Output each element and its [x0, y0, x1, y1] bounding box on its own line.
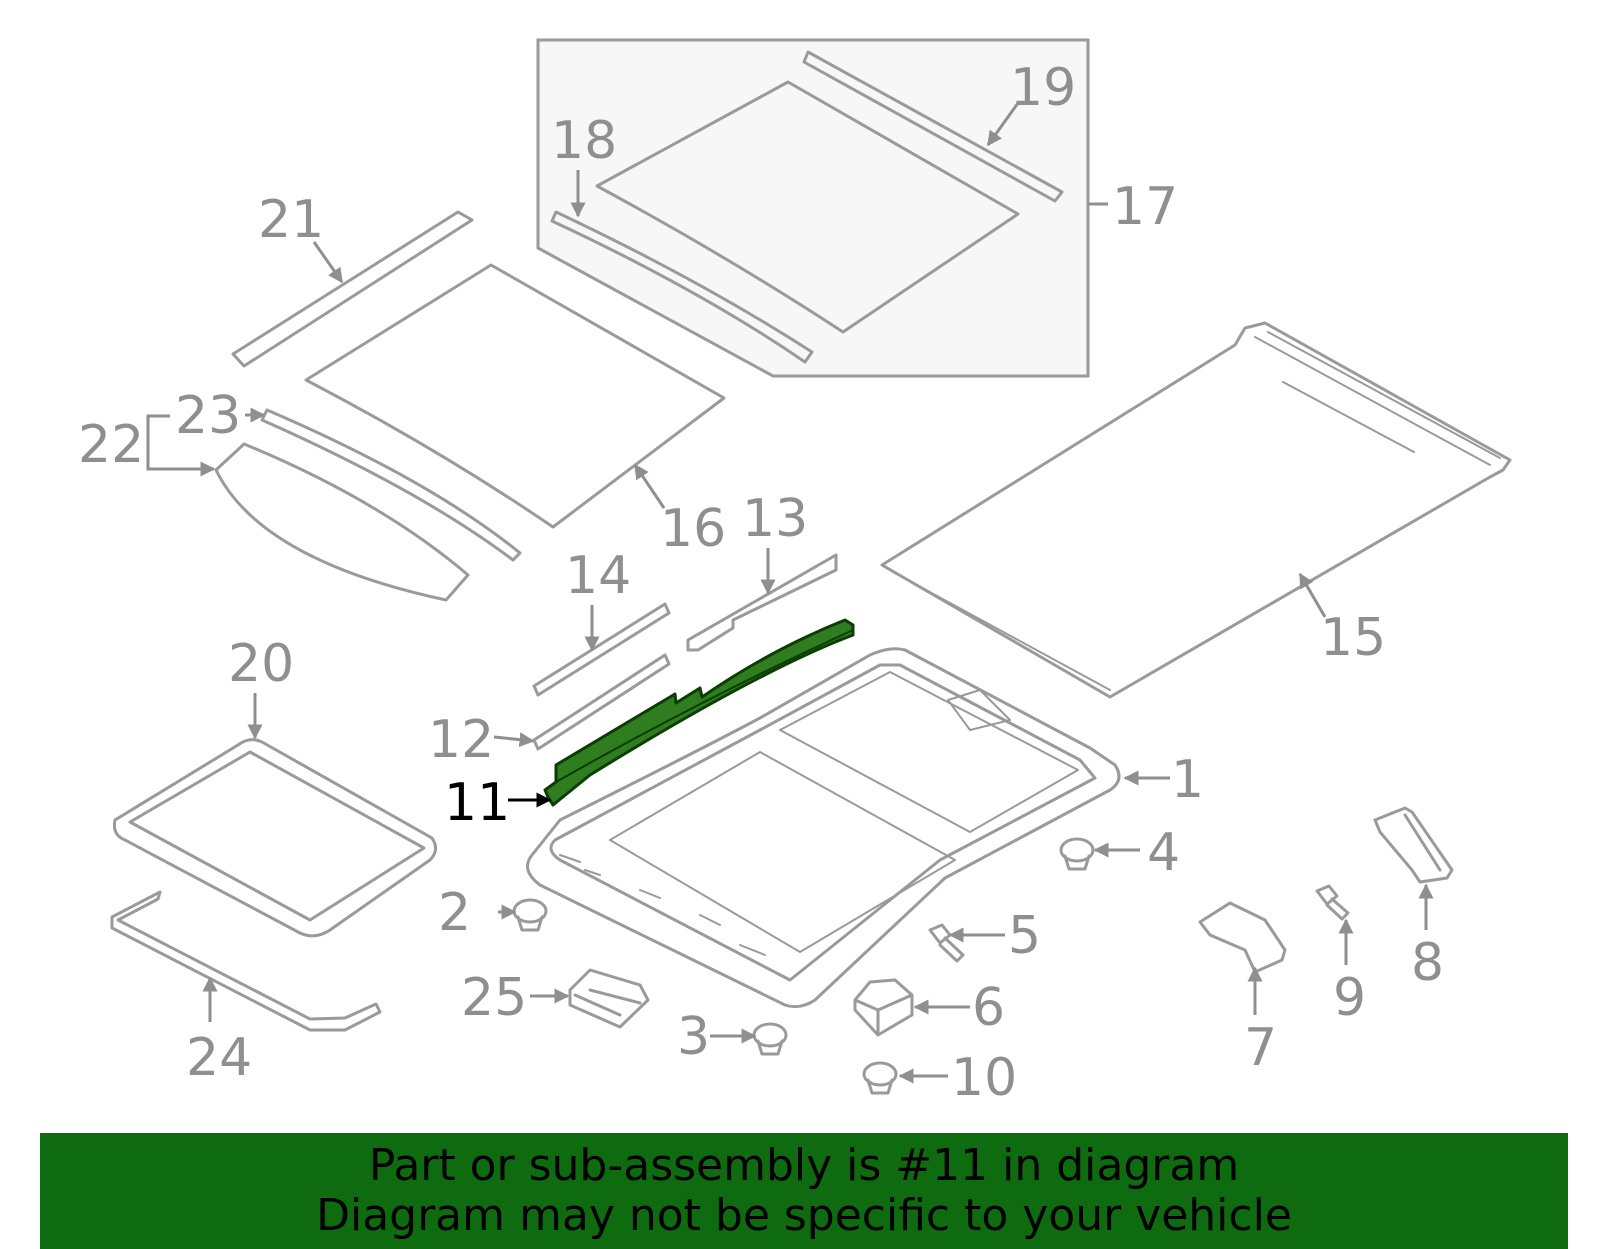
- leader-16: [633, 463, 666, 509]
- clip-10: [862, 1061, 898, 1095]
- inset-glass-panel: [595, 80, 1020, 334]
- banner-line-2: Diagram may not be specific to your vehi…: [316, 1190, 1292, 1241]
- callout-12[interactable]: 12: [428, 710, 494, 770]
- clip-4: [1059, 837, 1095, 871]
- callout-3[interactable]: 3: [677, 1007, 710, 1067]
- clip-2: [512, 898, 548, 932]
- callout-18[interactable]: 18: [551, 111, 617, 171]
- bracket-7: [1198, 901, 1287, 974]
- deflector-22: [214, 442, 470, 602]
- callout-11[interactable]: 11: [444, 773, 510, 833]
- bracket-8: [1373, 806, 1454, 884]
- callout-2[interactable]: 2: [438, 883, 471, 943]
- glass-panel-16: [304, 263, 726, 529]
- roof-panel-1: [526, 647, 1121, 1009]
- callout-14[interactable]: 14: [565, 546, 631, 606]
- glass-assembly-inset: [536, 38, 1090, 378]
- part-11-edge: [555, 629, 854, 783]
- leader-19: [986, 102, 1020, 147]
- callout-22[interactable]: 22: [78, 415, 144, 475]
- inset-front-seal: [550, 210, 814, 364]
- callout-9[interactable]: 9: [1333, 968, 1366, 1028]
- strip-13: [686, 553, 838, 652]
- callout-20[interactable]: 20: [228, 634, 294, 694]
- strip-14: [532, 602, 671, 697]
- leader-15: [1298, 572, 1327, 618]
- callout-4[interactable]: 4: [1147, 823, 1180, 883]
- callout-23[interactable]: 23: [175, 386, 241, 446]
- callout-1[interactable]: 1: [1171, 750, 1204, 810]
- seal-20: [113, 738, 437, 938]
- callout-25[interactable]: 25: [461, 968, 527, 1028]
- motor-25: [568, 968, 650, 1029]
- bracket-6: [853, 978, 914, 1037]
- info-banner: Part or sub-assembly is #11 in diagram D…: [40, 1133, 1568, 1249]
- callout-10[interactable]: 10: [951, 1048, 1017, 1108]
- bolt-5: [928, 923, 965, 963]
- highlighted-part-11[interactable]: [543, 618, 855, 807]
- callout-8[interactable]: 8: [1411, 933, 1444, 993]
- strip-12: [532, 653, 671, 751]
- callout-19[interactable]: 19: [1010, 58, 1076, 118]
- callout-7[interactable]: 7: [1244, 1018, 1277, 1078]
- seal-20-inner: [128, 750, 426, 922]
- banner-line-1: Part or sub-assembly is #11 in diagram: [368, 1140, 1240, 1191]
- callout-24[interactable]: 24: [186, 1028, 252, 1088]
- clip-3: [752, 1022, 788, 1056]
- inset-rear-seal: [802, 50, 1064, 203]
- seal-23: [260, 408, 522, 562]
- sunshade-15: [880, 321, 1512, 699]
- inset-box: [536, 38, 1090, 378]
- callout-5[interactable]: 5: [1008, 906, 1041, 966]
- callout-16[interactable]: 16: [660, 499, 726, 559]
- front-seal-21: [231, 210, 474, 368]
- callout-6[interactable]: 6: [972, 978, 1005, 1038]
- bolt-9: [1315, 884, 1350, 921]
- callout-15[interactable]: 15: [1320, 608, 1386, 668]
- leader-12: [493, 732, 535, 748]
- callout-17[interactable]: 17: [1112, 177, 1178, 237]
- callout-13[interactable]: 13: [742, 489, 808, 549]
- bracket-22: [146, 414, 216, 477]
- drain-tube-24: [110, 890, 382, 1032]
- callout-21[interactable]: 21: [258, 190, 324, 250]
- banner-background: [40, 1133, 1568, 1249]
- leader-21: [312, 241, 344, 284]
